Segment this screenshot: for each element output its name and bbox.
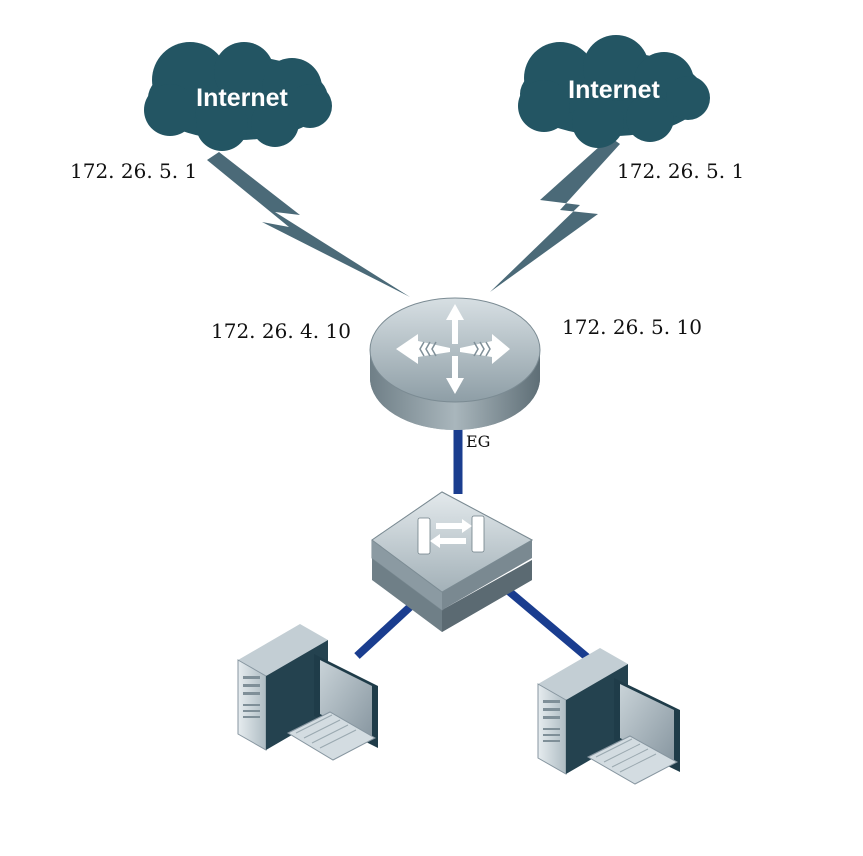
wan-link-left — [207, 152, 410, 297]
cloud-label-left: Internet — [196, 84, 288, 112]
internet-cloud-right: Internet — [518, 35, 710, 148]
router-icon — [369, 297, 541, 430]
cloud-label-right: Internet — [568, 76, 660, 104]
wan-link-right — [490, 137, 620, 292]
ip-label-left-isp: 172. 26. 5. 1 — [70, 159, 197, 183]
ip-label-right-isp: 172. 26. 5. 1 — [617, 159, 744, 183]
ip-label-router-right: 172. 26. 5. 10 — [562, 315, 702, 339]
switch-icon — [371, 491, 534, 632]
ip-label-router-left: 172. 26. 4. 10 — [211, 319, 351, 343]
desktop-computer-icon — [537, 648, 680, 785]
desktop-computer-icon — [237, 624, 378, 761]
internet-cloud-left: Internet — [144, 42, 332, 151]
router-label: EG — [466, 432, 490, 451]
switch-pc-right-link — [502, 584, 591, 662]
